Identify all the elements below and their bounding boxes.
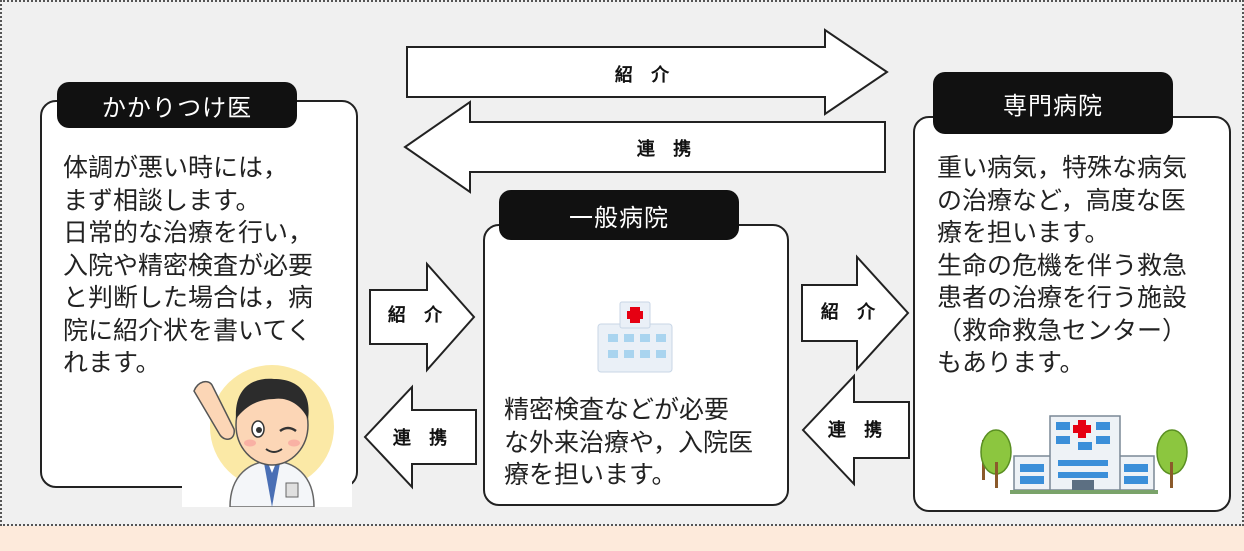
right-referral-label: 紹 介 [820,302,882,323]
left-referral-label: 紹 介 [387,305,449,326]
family-doctor-title: かかりつけ医 [57,82,297,128]
arrows-layer [363,28,910,490]
top-cooperation-label: 連 携 [636,139,698,160]
general-hospital-title: 一般病院 [499,190,739,240]
specialist-hospital-text: 重い病気，特殊な病気 の治療など，高度な医 療を担います。 生命の危機を伴う救急… [937,153,1188,377]
general-hospital-text: 精密検査などが必要 な外来治療や，入院医 療を担います。 [504,395,754,489]
left-cooperation-arrow [363,384,477,490]
top-referral-arrow [406,28,889,116]
right-referral-arrow [801,254,910,372]
right-cooperation-label: 連 携 [827,420,889,441]
top-cooperation-arrow [403,100,886,194]
doctor-pointing-icon [182,357,352,507]
left-referral-arrow [369,261,476,373]
left-cooperation-label: 連 携 [392,428,454,449]
large-hospital-icon [980,415,1188,494]
diagram-panel: 紹 介 連 携 紹 介 連 携 紹 介 連 携 かかりつけ医 体調が悪い時には，… [0,0,1244,526]
top-referral-label: 紹 介 [614,65,676,86]
specialist-hospital-title: 専門病院 [933,72,1173,134]
right-cooperation-arrow [801,373,910,487]
family-doctor-text: 体調が悪い時には， まず相談します。 日常的な治療を行い， 入院や精密検査が必要… [63,153,314,377]
small-hospital-icon [597,301,673,373]
